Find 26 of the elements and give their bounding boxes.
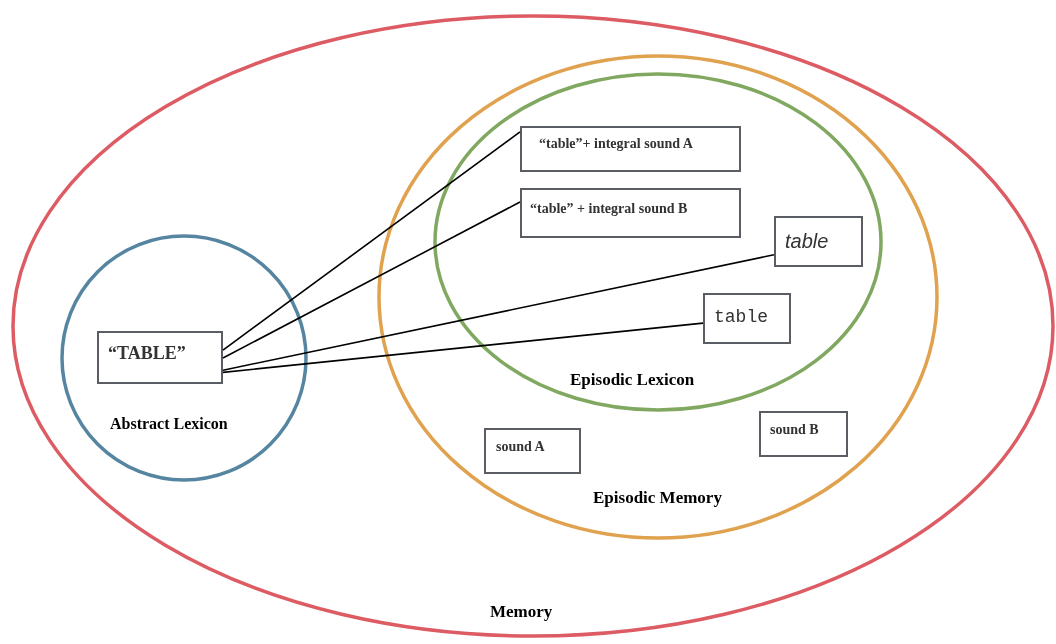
word-label: table bbox=[714, 307, 768, 327]
sound-box bbox=[484, 428, 581, 474]
region-label: Episodic Memory bbox=[593, 488, 722, 508]
word-label: “TABLE” bbox=[108, 343, 186, 364]
word-label: “table” + integral sound B bbox=[530, 201, 688, 217]
region-label: Memory bbox=[490, 602, 553, 622]
word-box bbox=[97, 331, 223, 384]
episodic-memory-ellipse bbox=[377, 54, 939, 540]
word-label: “table”+ integral sound A bbox=[539, 136, 693, 152]
memory-ellipse bbox=[11, 14, 1055, 638]
word-box bbox=[520, 188, 741, 238]
connector-line bbox=[222, 201, 521, 359]
word-label: sound B bbox=[770, 422, 819, 438]
word-box bbox=[520, 126, 741, 172]
connector-line bbox=[222, 131, 521, 351]
sound-box bbox=[759, 411, 848, 457]
word-box bbox=[774, 216, 863, 267]
word-label: table bbox=[785, 230, 829, 253]
region-label: Abstract Lexicon bbox=[110, 415, 228, 433]
connector-line bbox=[222, 253, 775, 372]
abstract-lexicon-circle bbox=[60, 234, 308, 482]
word-label: sound A bbox=[496, 439, 545, 455]
word-box bbox=[703, 293, 791, 344]
connector-line bbox=[222, 322, 704, 374]
episodic-lexicon-ellipse bbox=[433, 72, 883, 412]
region-label: Episodic Lexicon bbox=[570, 370, 695, 390]
